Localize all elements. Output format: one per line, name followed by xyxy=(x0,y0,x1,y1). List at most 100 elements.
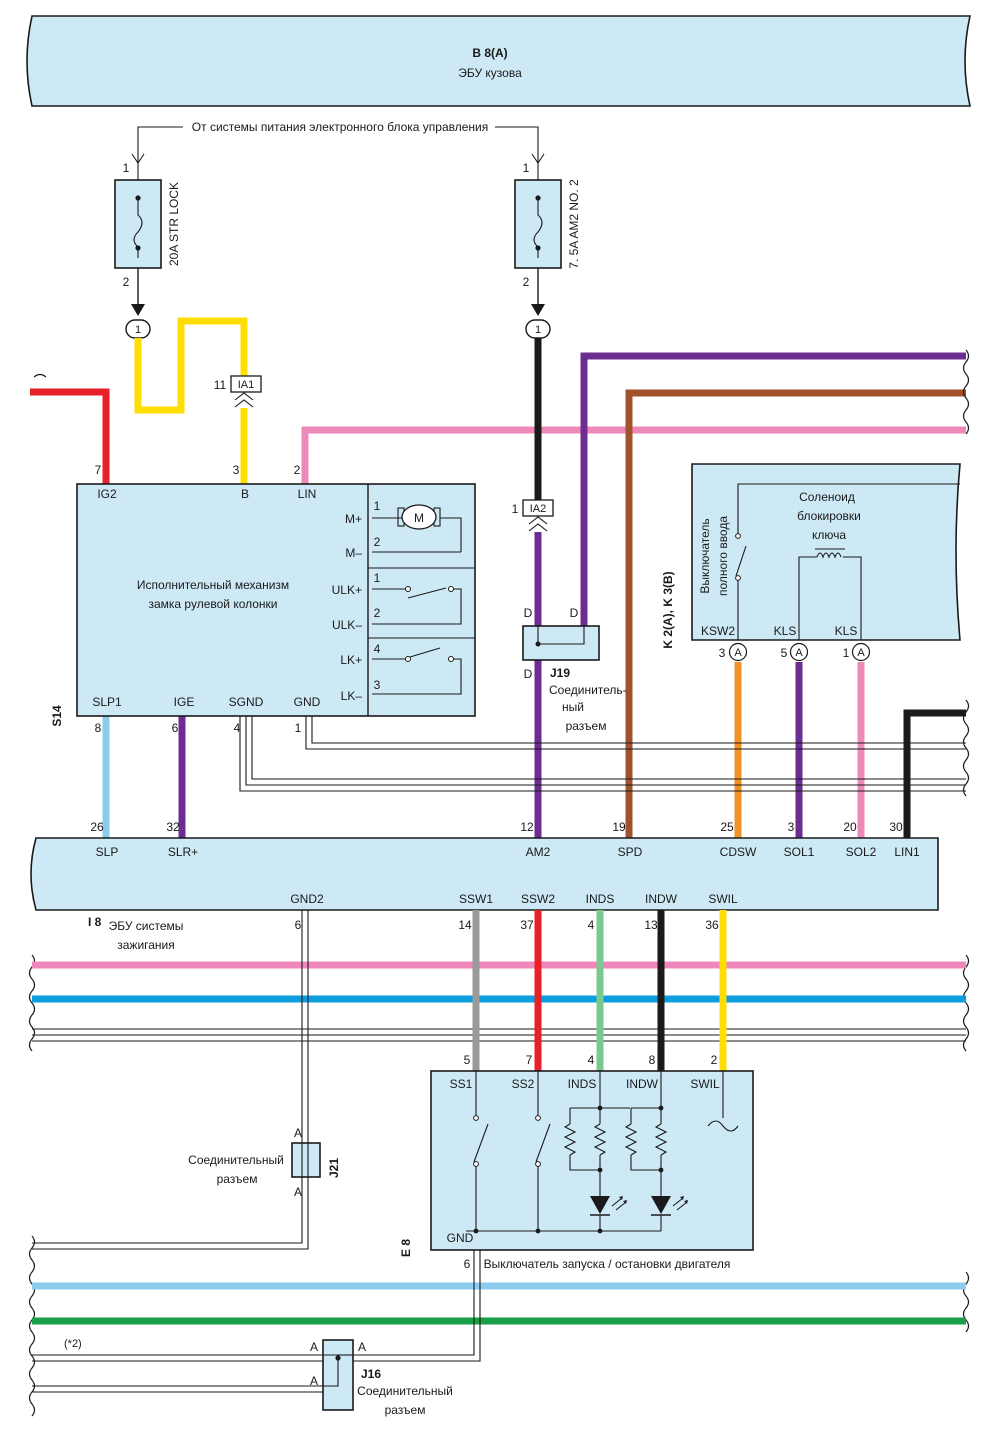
body-ecu-code: B 8(A) xyxy=(472,46,507,60)
e8-pin-3-num: 4 xyxy=(588,1053,595,1067)
i8-bottom-pin-2-num: 14 xyxy=(458,918,472,932)
i8-bottom-pin-2-label: SSW1 xyxy=(459,892,493,906)
i8-bottom-pin-1-num: 6 xyxy=(295,918,302,932)
key-module-code: K 2(A), K 3(B) xyxy=(661,571,675,648)
j16-code: J16 xyxy=(361,1367,381,1381)
key-pin-ksw2-label: KSW2 xyxy=(701,624,735,638)
fuse-str-lock: 1 2 20A STR LOCK xyxy=(114,161,181,289)
key-pin-kls2-num: 1 xyxy=(843,646,850,660)
s14-pin-lk-plus-label: LK+ xyxy=(340,653,362,667)
i8-bottom-pin-4-num: 4 xyxy=(588,918,595,932)
key-conn-a1: A xyxy=(734,647,742,659)
s14-pin-m-plus-num: 1 xyxy=(374,499,381,513)
key-conn-a3: A xyxy=(857,647,865,659)
j21-connector: A A J21 Соединительный разъем xyxy=(188,1126,341,1199)
body-ecu: B 8(A) ЭБУ кузова xyxy=(26,15,971,107)
s14-pin-ig2-num: 7 xyxy=(95,463,102,477)
s14-name-line1: Исполнительный механизм xyxy=(137,578,289,592)
e8-name: Выключатель запуска / остановки двигател… xyxy=(484,1257,731,1271)
e8-pin-2-num: 7 xyxy=(526,1053,533,1067)
i8-name-line1: ЭБУ системы xyxy=(109,919,184,933)
j19-code: J19 xyxy=(550,666,570,680)
e8-pin-5-num: 2 xyxy=(711,1053,718,1067)
i8-bottom-pin-5-num: 13 xyxy=(644,918,658,932)
i8-bottom-pin-5-label: INDW xyxy=(645,892,678,906)
junctions-1: 1 1 xyxy=(125,268,551,339)
i8-top-pin-4-label: SPD xyxy=(618,845,643,859)
steering-lock-actuator: S14 Исполнительный механизм замка рулево… xyxy=(50,463,476,735)
e8-pin-4-label: INDW xyxy=(626,1077,659,1091)
junction-right-num: 1 xyxy=(535,324,541,336)
s14-pin-slp1-label: SLP1 xyxy=(92,695,122,709)
j19-connector: D D D J19 Соединитель- ный разъем xyxy=(522,606,627,733)
power-source: От системы питания электронного блока уп… xyxy=(131,120,545,164)
note-label: (*2) xyxy=(64,1338,82,1350)
wires-bottom xyxy=(32,910,966,1393)
motor-symbol: M xyxy=(372,504,462,553)
connector-ia2: IA2 1 xyxy=(512,499,554,532)
fuse2-label: 7. 5A AM2 NO. 2 xyxy=(567,179,581,269)
i8-top-pin-7-label: SOL2 xyxy=(846,845,877,859)
fuse2-pin-bottom: 2 xyxy=(523,275,530,289)
i8-bottom-pin-6-num: 36 xyxy=(705,918,719,932)
i8-bottom-pin-4-label: INDS xyxy=(586,892,615,906)
i8-top-pin-2-label: SLR+ xyxy=(168,845,198,859)
junction-left-num: 1 xyxy=(135,324,141,336)
s14-pin-b-label: B xyxy=(241,487,249,501)
i8-top-pin-1-label: SLP xyxy=(96,845,119,859)
fuse2-pin-top: 1 xyxy=(523,161,530,175)
s14-pin-sgnd-label: SGND xyxy=(229,695,264,709)
ulk-switch xyxy=(372,586,462,625)
s14-pin-m-plus-label: M+ xyxy=(345,512,362,526)
j16-pin-a-left-bottom: A xyxy=(310,1374,318,1388)
s14-pin-lin-label: LIN xyxy=(298,487,317,501)
s14-pin-lk-plus-num: 4 xyxy=(374,642,381,656)
i8-top-pin-5-num: 25 xyxy=(720,820,734,834)
j19-pin-d-left-top: D xyxy=(524,606,533,620)
i8-top-pin-5-label: CDSW xyxy=(720,845,757,859)
solenoid-line1: Соленоид xyxy=(799,490,855,504)
power-source-label: От системы питания электронного блока уп… xyxy=(192,120,488,134)
j19-pin-d-bottom: D xyxy=(524,667,533,681)
j21-code: J21 xyxy=(327,1158,341,1178)
solenoid-line3: ключа xyxy=(812,528,846,542)
i8-top-pin-6-num: 3 xyxy=(788,820,795,834)
i8-top-pin-2-num: 32 xyxy=(166,820,180,834)
key-pin-ksw2-num: 3 xyxy=(719,646,726,660)
j21-pin-top: A xyxy=(294,1126,302,1140)
e8-gnd-label: GND xyxy=(447,1231,474,1245)
fuse1-pin-top: 1 xyxy=(123,161,130,175)
fuse-am2: 1 2 7. 5A AM2 NO. 2 xyxy=(514,161,581,289)
wires-top xyxy=(30,317,966,838)
e8-pin-3-label: INDS xyxy=(568,1077,597,1091)
i8-top-pin-3-num: 12 xyxy=(520,820,534,834)
s14-pin-lk-minus-label: LK– xyxy=(341,689,363,703)
ia2-code: IA2 xyxy=(530,503,547,515)
i8-name-line2: зажигания xyxy=(117,938,175,952)
i8-top-pin-4-num: 19 xyxy=(612,820,626,834)
j19-pin-d-right-top: D xyxy=(570,606,579,620)
s14-pin-sgnd-num: 4 xyxy=(234,721,241,735)
ignition-ecu: I 8 ЭБУ системы зажигания 26 SLP 32 SLR+… xyxy=(30,820,939,952)
j19-desc-line3: разъем xyxy=(566,719,607,733)
i8-top-pin-8-num: 30 xyxy=(889,820,903,834)
i8-top-pin-1-num: 26 xyxy=(90,820,104,834)
s14-name-line2: замка рулевой колонки xyxy=(148,597,277,611)
connector-ia1: IA1 11 xyxy=(214,375,262,408)
s14-pin-slp1-num: 8 xyxy=(95,721,102,735)
s14-code: S14 xyxy=(50,705,64,727)
key-pin-kls2-label: KLS xyxy=(835,624,858,638)
s14-pin-ige-num: 6 xyxy=(172,721,179,735)
s14-pin-ulk-minus-label: ULK– xyxy=(332,618,362,632)
s14-pin-ulk-plus-label: ULK+ xyxy=(332,583,362,597)
s14-pin-ig2-label: IG2 xyxy=(97,487,117,501)
fuse1-label: 20A STR LOCK xyxy=(167,182,181,266)
j21-desc-line2: разъем xyxy=(217,1172,258,1186)
key-pin-kls1-num: 5 xyxy=(781,646,788,660)
i8-bottom-pin-6-label: SWIL xyxy=(708,892,738,906)
key-conn-a2: A xyxy=(795,647,803,659)
j16-pin-a-right-top: A xyxy=(358,1340,366,1354)
s14-pin-lk-minus-num: 3 xyxy=(374,678,381,692)
s14-pin-m-minus-label: M– xyxy=(345,546,362,560)
i8-top-pin-8-label: LIN1 xyxy=(894,845,920,859)
